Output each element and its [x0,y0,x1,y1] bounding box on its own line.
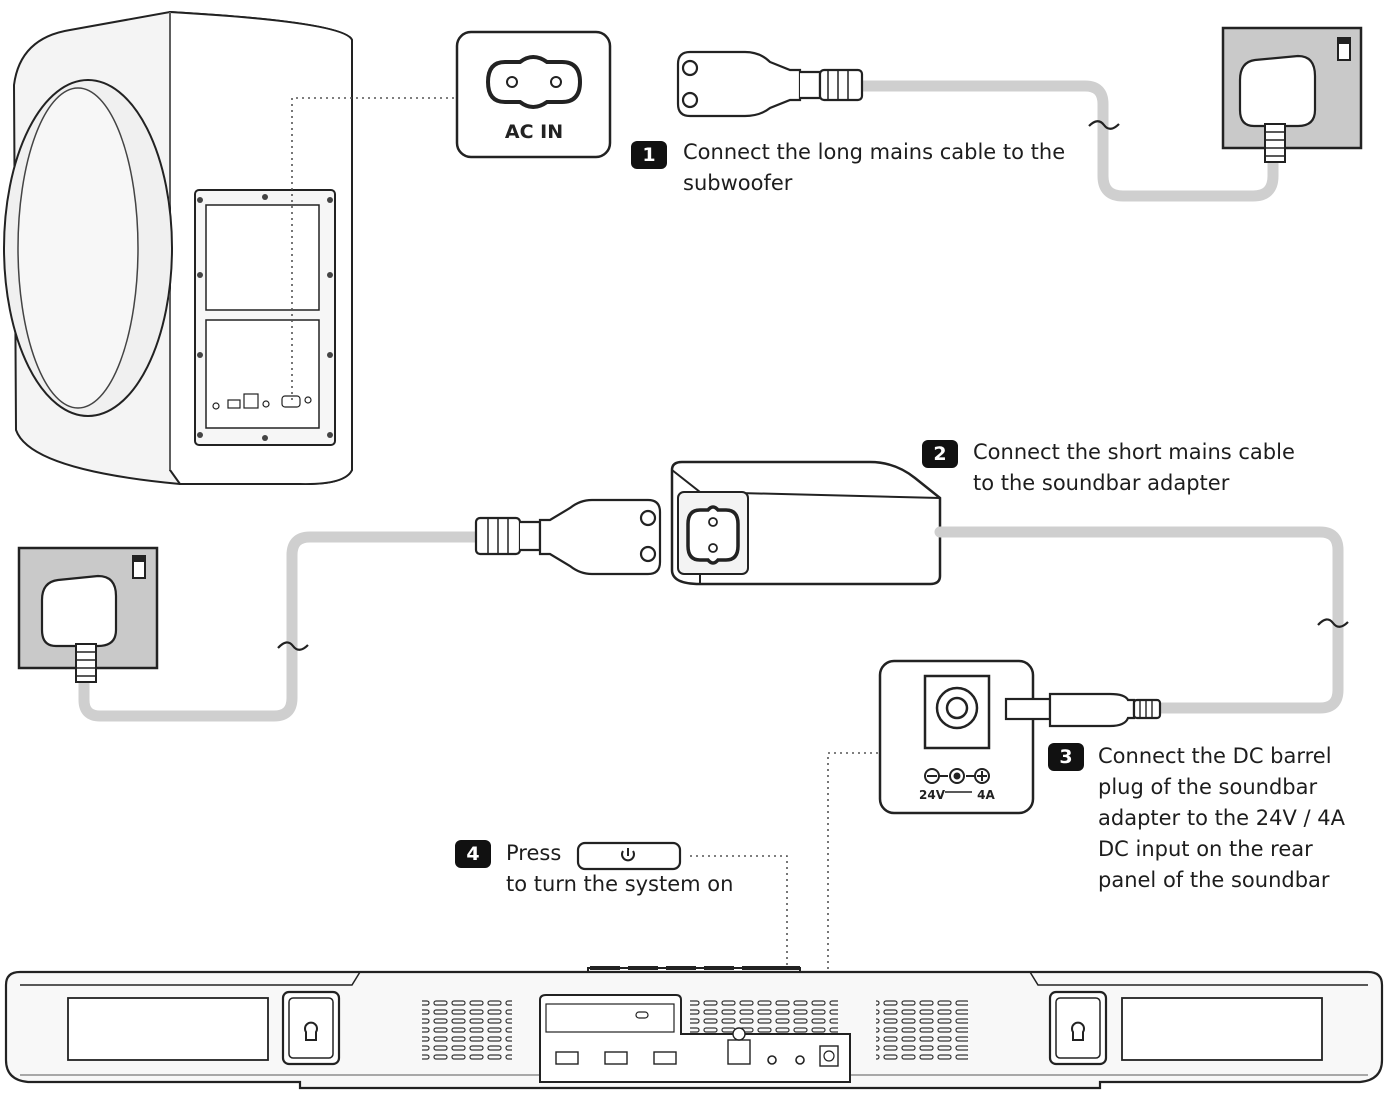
dc-polarity-icon [924,768,990,793]
power-button-graphic [576,841,682,871]
leader-dc-input [827,752,878,1036]
keyhole-icon [1071,1021,1085,1041]
dc-voltage-label: 24V [919,788,946,802]
step-3-line-5: panel of the soundbar [1098,868,1330,892]
vent-grille [422,998,512,1062]
subwoofer [3,10,353,486]
step-2-badge: 2 [922,440,958,468]
step-1-line-2: subwoofer [683,171,793,195]
leader-ac-in [291,97,455,400]
dc-barrel-plug [1004,692,1162,728]
step-4-badge: 4 [455,840,491,868]
step-2-line-2: to the soundbar adapter [973,471,1230,495]
step-4-line-1: Press [506,841,562,865]
subwoofer-ports [212,393,312,410]
vent-grille [876,998,968,1062]
leader-power-button [690,855,788,970]
cable-break-icon [277,641,309,651]
step-3-line-3: adapter to the 24V / 4A [1098,806,1345,830]
soundbar-io-panel [539,994,851,1083]
figure8-socket-icon [485,55,583,109]
mains-cable-long [854,80,1279,202]
ac-in-label: AC IN [505,121,563,143]
figure8-plug-long [676,50,864,118]
step-1-text: Connect the long mains cable to the subw… [683,137,1065,199]
cable-break-icon [1088,120,1120,130]
vent-grille [690,998,838,1034]
step-1-badge: 1 [631,141,667,169]
power-icon [621,848,635,862]
soundbar [4,966,1384,1090]
keyhole-icon [304,1021,318,1041]
dc-input-callout [878,659,1035,815]
step-1-line-1: Connect the long mains cable to the [683,140,1066,164]
step-3-line-1: Connect the DC barrel [1098,744,1332,768]
step-3-text: Connect the DC barrel plug of the soundb… [1098,741,1345,896]
adapter-dc-cable [934,526,1344,714]
mains-plug-icon [1238,54,1317,128]
dc-current-label: 4A [977,788,995,802]
mains-plug-icon [40,574,118,648]
soundbar-power-adapter [670,460,942,586]
wall-outlet-right [1221,26,1363,163]
cable-break-icon [1317,618,1349,628]
step-3-badge: 3 [1048,743,1084,771]
step-3-line-4: DC input on the rear [1098,837,1313,861]
step-2-line-1: Connect the short mains cable [973,440,1295,464]
wall-outlet-left [17,546,159,683]
step-3-line-2: plug of the soundbar [1098,775,1318,799]
mains-cable-short [78,531,483,722]
ac-in-callout [455,30,612,159]
step-2-text: Connect the short mains cable to the sou… [973,437,1295,499]
figure8-plug-short [474,498,662,576]
step-4-line-2: to turn the system on [506,872,734,896]
